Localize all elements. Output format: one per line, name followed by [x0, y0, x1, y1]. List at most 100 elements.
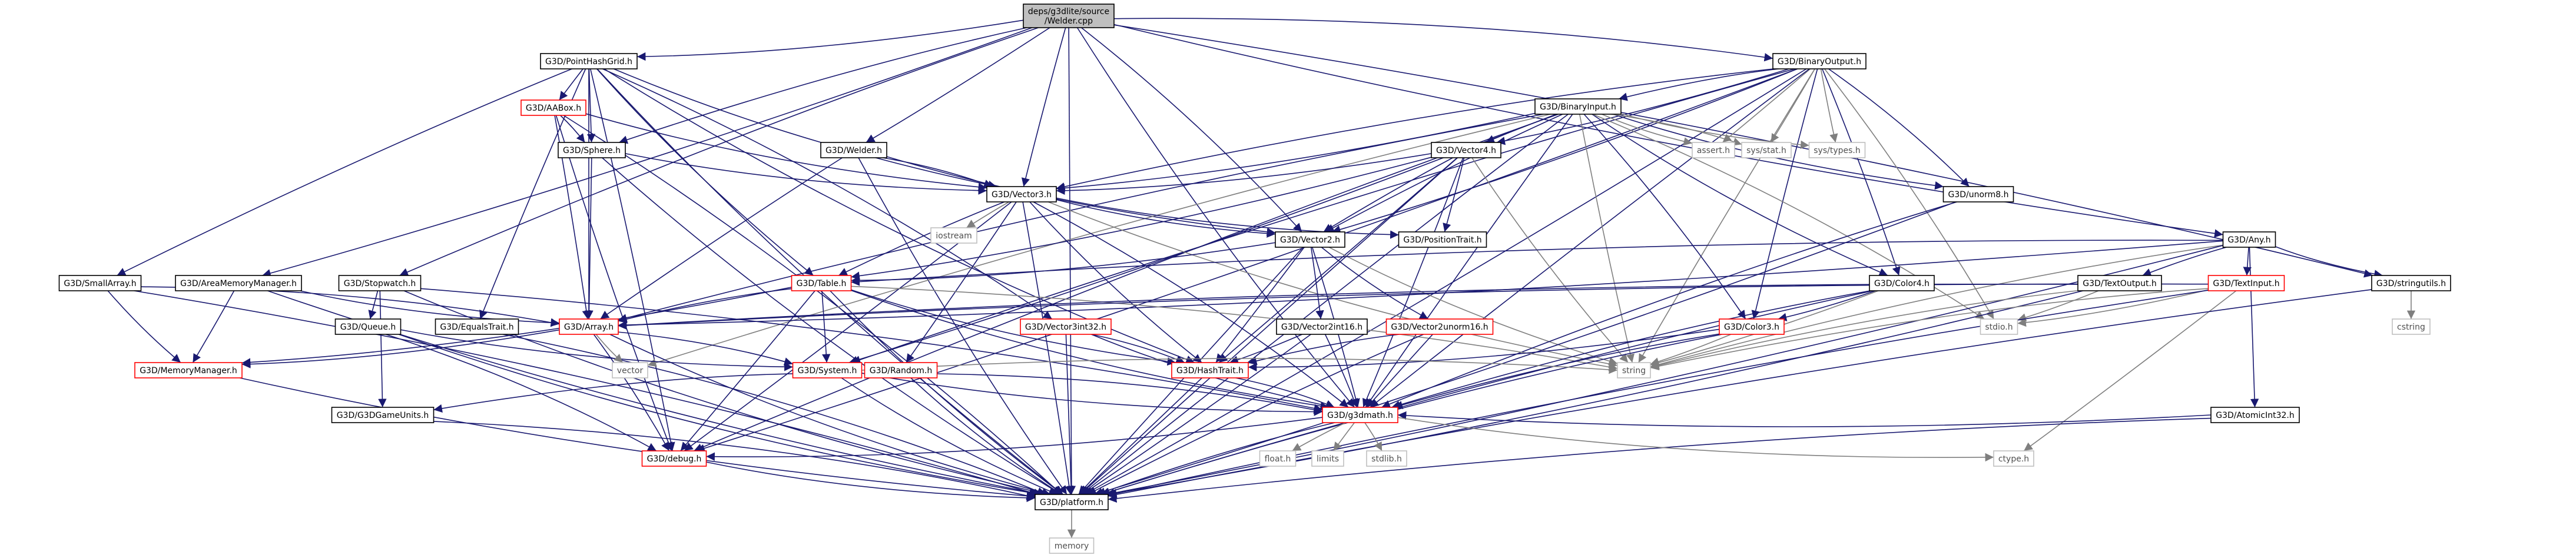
graph-node-label: G3D/Random.h: [870, 366, 933, 376]
graph-node-box: [1398, 231, 1487, 248]
graph-node-aabox[interactable]: G3D/AABox.h: [520, 99, 586, 116]
graph-node-label: string: [1622, 366, 1646, 376]
graph-node-box: [520, 99, 586, 116]
edge-textinput-to-string_ext: [1650, 288, 2209, 371]
edge-vector4-to-vector3: [1056, 153, 1432, 195]
edge-vector2-to-vector2unorm16: [1321, 247, 1429, 320]
graph-node-assert_h: assert.h: [1692, 142, 1735, 158]
graph-node-memorymanager[interactable]: G3D/MemoryManager.h: [134, 362, 243, 378]
edge-stringutils-to-platform: [1108, 289, 2372, 499]
graph-node-binaryinput[interactable]: G3D/BinaryInput.h: [1534, 98, 1622, 115]
graph-node-label: G3D/Vector2.h: [1280, 235, 1340, 245]
graph-node-box: [334, 318, 402, 335]
edge-binaryoutput-to-vector3: [1056, 68, 1774, 191]
edge-g3dmath-to-float_h: [1292, 422, 1346, 451]
graph-node-label: G3D/debug.h: [647, 454, 702, 464]
graph-node-atomicint32[interactable]: G3D/AtomicInt32.h: [2210, 407, 2300, 423]
graph-node-pointhashgrid[interactable]: G3D/PointHashGrid.h: [540, 53, 638, 69]
graph-node-label: G3D/Vector3.h: [992, 190, 1052, 200]
graph-node-equalstrait[interactable]: G3D/EqualsTrait.h: [435, 318, 519, 335]
edge-binaryoutput-to-string_ext: [1638, 68, 1815, 363]
graph-node-random[interactable]: G3D/Random.h: [864, 362, 938, 378]
graph-node-box: [338, 275, 422, 291]
graph-node-stringutils[interactable]: G3D/stringutils.h: [2371, 275, 2451, 291]
graph-node-box: [1980, 318, 2018, 335]
graph-node-label: G3D/Table.h: [797, 279, 847, 288]
edge-any-to-textoutput: [2142, 247, 2227, 277]
edge-binaryinput-to-vector3: [1056, 112, 1536, 192]
edge-vector2unorm16-to-g3dmath: [1367, 334, 1433, 408]
graph-node-box: [2222, 231, 2276, 248]
graph-node-unorm8[interactable]: G3D/unorm8.h: [1942, 186, 2014, 202]
edge-g3dgameunits-to-platform: [433, 421, 1036, 500]
graph-node-any[interactable]: G3D/Any.h: [2222, 231, 2276, 248]
graph-node-welder_h[interactable]: G3D/Welder.h: [820, 142, 887, 158]
graph-node-system[interactable]: G3D/System.h: [792, 362, 863, 378]
graph-node-vector4[interactable]: G3D/Vector4.h: [1431, 142, 1501, 158]
edge-binaryoutput-to-color4: [1822, 68, 1901, 276]
graph-node-limits: limits: [1311, 450, 1344, 467]
graph-node-box: [1020, 318, 1112, 335]
edge-welder_cpp-to-platform: [1067, 27, 1076, 495]
graph-node-label: G3D/stringutils.h: [2376, 279, 2446, 288]
graph-node-label: G3D/Welder.h: [825, 146, 882, 155]
edge-array-to-system: [618, 331, 793, 366]
graph-node-stopwatch[interactable]: G3D/Stopwatch.h: [338, 275, 422, 291]
edge-system-to-platform: [841, 377, 1058, 495]
graph-node-vector2unorm16[interactable]: G3D/Vector2unorm16.h: [1385, 318, 1494, 335]
edge-sphere-to-array: [585, 157, 594, 320]
graph-node-box: [1385, 318, 1494, 335]
graph-node-box: [1993, 450, 2034, 467]
graph-node-box: [58, 275, 142, 291]
graph-node-g3ddebug[interactable]: G3D/debug.h: [641, 450, 707, 467]
graph-node-vector3int32[interactable]: G3D/Vector3int32.h: [1020, 318, 1112, 335]
graph-node-label: deps/g3dlite/source: [1028, 7, 1109, 16]
graph-node-box: [1534, 98, 1622, 115]
graph-node-textinput[interactable]: G3D/TextInput.h: [2207, 275, 2285, 291]
graph-node-g3dmath[interactable]: G3D/g3dmath.h: [1322, 407, 1398, 423]
edge-welder_cpp-to-stringutils: [1113, 24, 2373, 278]
graph-node-textoutput[interactable]: G3D/TextOutput.h: [2077, 275, 2162, 291]
graph-node-label: G3D/Queue.h: [340, 323, 396, 332]
graph-node-vector2[interactable]: G3D/Vector2.h: [1275, 231, 1345, 248]
graph-node-vector2int16[interactable]: G3D/Vector2int16.h: [1276, 318, 1368, 335]
graph-node-areamemorymanager[interactable]: G3D/AreaMemoryManager.h: [175, 275, 302, 291]
edge-binaryinput-to-g3ddebug: [694, 114, 1559, 452]
graph-node-table[interactable]: G3D/Table.h: [791, 275, 852, 291]
graph-node-array[interactable]: G3D/Array.h: [559, 318, 619, 335]
graph-node-g3dgameunits[interactable]: G3D/G3DGameUnits.h: [331, 407, 435, 423]
graph-node-box: [1869, 275, 1935, 291]
graph-node-cstring: cstring: [2392, 318, 2431, 335]
graph-node-queue[interactable]: G3D/Queue.h: [334, 318, 402, 335]
edge-textinput-to-array: [618, 283, 2209, 330]
edge-vector3-to-string_ext: [1047, 201, 1618, 368]
edge-any-to-string_ext: [1650, 244, 2223, 369]
graph-node-platform[interactable]: G3D/platform.h: [1035, 494, 1109, 510]
graph-node-box: [2077, 275, 2162, 291]
edge-vector3-to-iostream: [966, 201, 1010, 228]
edge-welder_h-to-array: [600, 157, 843, 320]
graph-node-box: [864, 362, 938, 378]
graph-node-label: /Welder.cpp: [1045, 16, 1093, 26]
graph-node-label: sys/stat.h: [1746, 146, 1786, 155]
graph-node-vector3[interactable]: G3D/Vector3.h: [986, 186, 1057, 202]
graph-node-label: sys/types.h: [1814, 146, 1860, 155]
graph-node-color3[interactable]: G3D/Color3.h: [1719, 318, 1785, 335]
edge-vector3-to-vector2: [1056, 199, 1276, 238]
graph-node-sphere[interactable]: G3D/Sphere.h: [558, 142, 626, 158]
edge-hashtrait-to-platform: [1079, 377, 1202, 495]
graph-node-color4[interactable]: G3D/Color4.h: [1869, 275, 1935, 291]
graph-node-label: float.h: [1265, 454, 1291, 464]
graph-node-positiontrait[interactable]: G3D/PositionTrait.h: [1398, 231, 1487, 248]
edge-binaryinput-to-array: [618, 114, 1544, 323]
graph-node-label: G3D/Vector2int16.h: [1281, 323, 1362, 332]
graph-node-box: [986, 186, 1057, 202]
graph-node-smallarray[interactable]: G3D/SmallArray.h: [58, 275, 142, 291]
graph-node-box: [820, 142, 887, 158]
edge-binaryoutput-to-g3ddebug: [696, 68, 1798, 453]
graph-node-box: [2371, 275, 2451, 291]
edge-binaryinput-to-string_ext: [1579, 114, 1635, 363]
graph-node-hashtrait[interactable]: G3D/HashTrait.h: [1171, 362, 1249, 378]
graph-node-binaryoutput[interactable]: G3D/BinaryOutput.h: [1772, 53, 1866, 69]
